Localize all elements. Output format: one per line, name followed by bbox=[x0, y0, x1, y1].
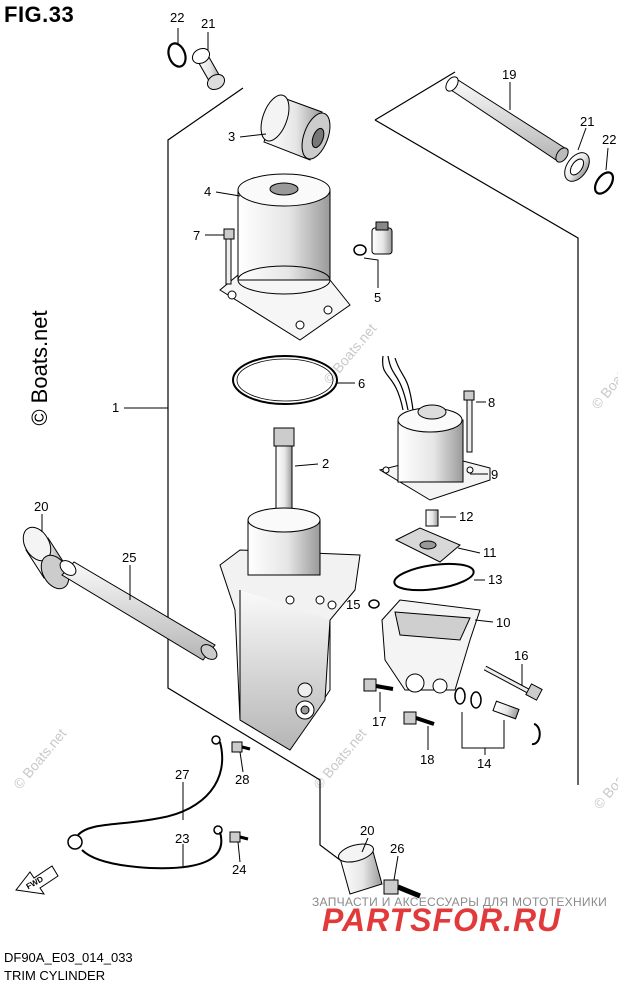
diagram-code: DF90A_E03_014_033 bbox=[4, 950, 133, 965]
part-bushing bbox=[564, 152, 590, 182]
footer-text: ЗАПЧАСТИ И АКСЕССУАРЫ ДЛЯ МОТОТЕХНИКИ bbox=[312, 895, 608, 909]
callout-24: 24 bbox=[232, 862, 246, 877]
footer-logo: PARTSFOR.RU bbox=[322, 902, 562, 938]
watermark-text: © Boats.net bbox=[588, 345, 618, 412]
callout-27: 27 bbox=[175, 767, 189, 782]
callout-20: 20 bbox=[34, 499, 48, 514]
part-bushing bbox=[337, 843, 383, 895]
callout-23: 23 bbox=[175, 831, 189, 846]
part-pin bbox=[445, 76, 569, 163]
callout-18: 18 bbox=[420, 752, 434, 767]
part-ground-wire bbox=[67, 735, 224, 870]
part-pin bbox=[59, 560, 218, 661]
callout-8: 8 bbox=[488, 395, 495, 410]
callout-4: 4 bbox=[204, 184, 211, 199]
callout-9: 9 bbox=[491, 467, 498, 482]
part-snap-ring bbox=[167, 42, 187, 68]
callout-17: 17 bbox=[372, 714, 386, 729]
part-bolt bbox=[223, 228, 235, 285]
callout-13: 13 bbox=[488, 572, 502, 587]
callout-21: 21 bbox=[201, 16, 215, 31]
assembly-outline bbox=[374, 71, 456, 121]
part-bolt bbox=[463, 390, 475, 453]
fwd-arrow-icon: FWD bbox=[15, 865, 59, 895]
part-screw bbox=[229, 831, 249, 843]
callout-labels: 22 21 3 4 7 19 21 22 5 6 1 2 8 9 20 12 1… bbox=[34, 10, 616, 877]
diagram-caption: TRIM CYLINDER bbox=[4, 968, 106, 983]
part-bolt bbox=[383, 879, 421, 899]
callout-20b: 20 bbox=[360, 823, 374, 838]
part-bolt bbox=[403, 711, 435, 726]
callout-10: 10 bbox=[496, 615, 510, 630]
callout-6: 6 bbox=[358, 376, 365, 391]
callout-12: 12 bbox=[459, 509, 473, 524]
part-bushing bbox=[191, 47, 226, 91]
part-coupling bbox=[425, 509, 439, 527]
callout-1: 1 bbox=[112, 400, 119, 415]
watermark-text: © Boats.net bbox=[320, 320, 379, 387]
watermark-text: © Boats.net bbox=[10, 725, 69, 792]
watermark-text: © Boats.net bbox=[310, 725, 369, 792]
part-upper-cylinder bbox=[219, 173, 351, 341]
part-piston-rod bbox=[273, 427, 295, 515]
callout-3: 3 bbox=[228, 129, 235, 144]
part-pump bbox=[394, 527, 461, 563]
callout-7: 7 bbox=[193, 228, 200, 243]
part-screw bbox=[231, 741, 251, 753]
callout-19: 19 bbox=[502, 67, 516, 82]
part-snap-ring bbox=[593, 171, 615, 195]
assembly-outline bbox=[167, 87, 361, 876]
part-reservoir bbox=[381, 599, 481, 694]
callout-22: 22 bbox=[170, 10, 184, 25]
part-cylinder-body bbox=[219, 507, 361, 751]
callout-22b: 22 bbox=[602, 132, 616, 147]
part-valve bbox=[353, 221, 393, 256]
part-o-ring bbox=[393, 562, 475, 592]
part-trim-motor bbox=[378, 355, 491, 501]
part-bolt bbox=[483, 665, 543, 701]
callout-15: 15 bbox=[346, 597, 360, 612]
callout-16: 16 bbox=[514, 648, 528, 663]
part-valve-set bbox=[454, 687, 541, 746]
watermark-text: © Boats.net bbox=[590, 745, 618, 812]
callout-11: 11 bbox=[483, 545, 497, 560]
part-bushing-large bbox=[260, 94, 331, 161]
part-bushing bbox=[22, 526, 70, 590]
callout-25: 25 bbox=[122, 550, 136, 565]
part-o-ring-small bbox=[368, 599, 380, 609]
watermark-vertical: © Boats.net bbox=[27, 310, 52, 426]
part-bolt bbox=[363, 678, 394, 692]
assembly-outline bbox=[374, 119, 579, 785]
callout-28: 28 bbox=[235, 772, 249, 787]
callout-14: 14 bbox=[477, 756, 491, 771]
callout-5: 5 bbox=[374, 290, 381, 305]
leader-lines bbox=[41, 28, 609, 881]
figure-title: FIG.33 bbox=[4, 2, 75, 27]
callout-2: 2 bbox=[322, 456, 329, 471]
part-o-ring bbox=[232, 355, 338, 405]
callout-26: 26 bbox=[390, 841, 404, 856]
callout-21b: 21 bbox=[580, 114, 594, 129]
